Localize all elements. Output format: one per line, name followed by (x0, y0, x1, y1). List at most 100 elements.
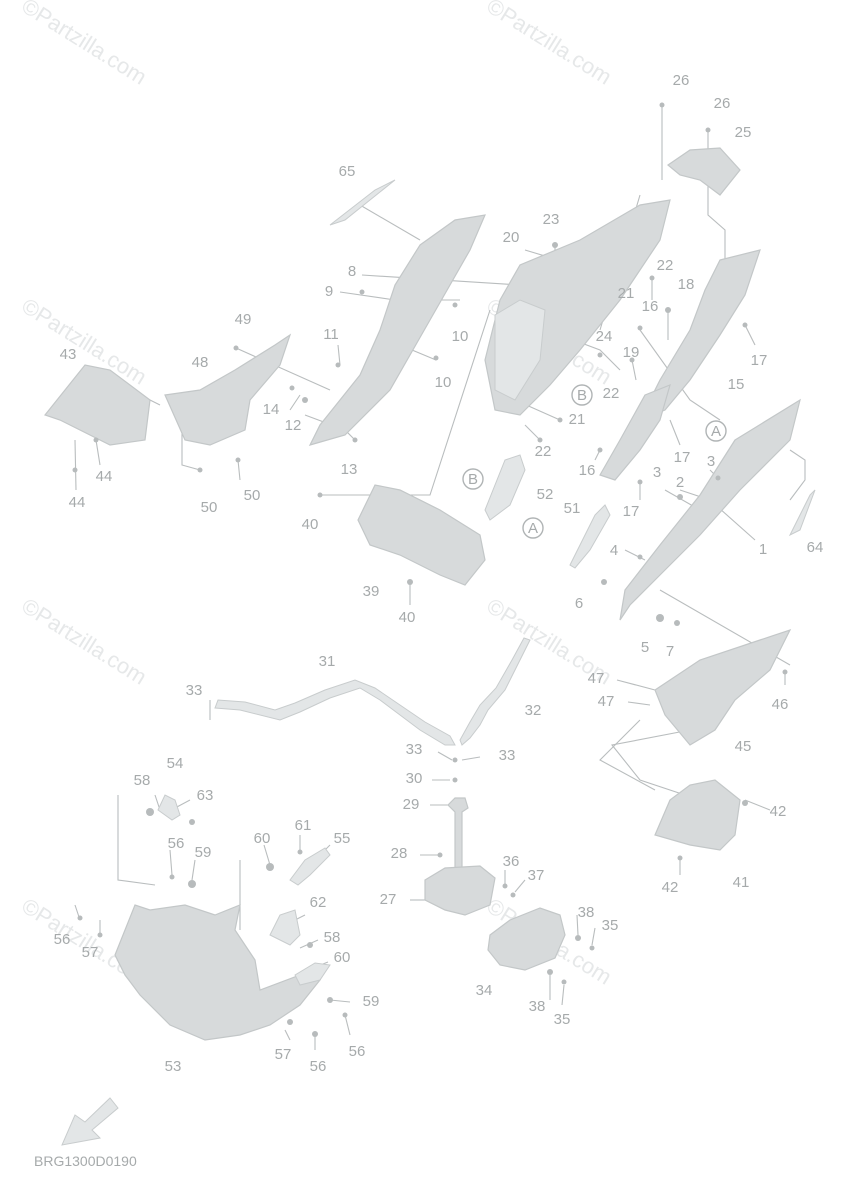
fastener (97, 932, 103, 938)
callout-33: 33 (186, 682, 203, 699)
fastener (677, 855, 683, 861)
fastener (93, 437, 99, 443)
watermark: ©Partzilla.com (482, 0, 616, 90)
callout-16: 16 (642, 298, 659, 315)
callout-14: 14 (263, 401, 280, 418)
callout-35: 35 (602, 917, 619, 934)
fastener (307, 942, 313, 948)
ref-marker-A: A (528, 520, 538, 537)
ref-marker-B-ring (462, 468, 484, 490)
part-39-cover (357, 484, 486, 586)
part-52 (484, 454, 526, 521)
callout-8: 8 (348, 263, 356, 280)
fastener (359, 289, 365, 295)
callout-56: 56 (54, 931, 71, 948)
callout-64: 64 (807, 539, 824, 556)
callout-32: 32 (525, 702, 542, 719)
ref-marker-A: A (711, 423, 721, 440)
callout-17: 17 (623, 503, 640, 520)
fastener (674, 620, 680, 626)
callout-45: 45 (735, 738, 752, 755)
callout-3: 3 (707, 453, 715, 470)
fastener (659, 102, 665, 108)
fastener (233, 345, 239, 351)
callout-13: 13 (341, 461, 358, 478)
callout-17: 17 (751, 352, 768, 369)
callout-48: 48 (192, 354, 209, 371)
callout-2: 2 (676, 474, 684, 491)
fastener (742, 800, 748, 806)
callout-19: 19 (623, 344, 640, 361)
part-54-bracket (157, 794, 181, 821)
callout-34: 34 (476, 982, 493, 999)
part-25-tail-cover (667, 147, 741, 196)
fastener (742, 322, 748, 328)
callout-6: 6 (575, 595, 583, 612)
callout-38: 38 (578, 904, 595, 921)
callout-23: 23 (543, 211, 560, 228)
part-62-bracket (269, 909, 301, 946)
callout-53: 53 (165, 1058, 182, 1075)
callout-21: 21 (618, 285, 635, 302)
fastener (557, 417, 563, 423)
part-51 (569, 504, 611, 569)
callout-18: 18 (678, 276, 695, 293)
fastener (312, 1031, 318, 1037)
callout-51: 51 (564, 500, 581, 517)
callout-3: 3 (653, 464, 661, 481)
fastener (433, 355, 439, 361)
fastener (169, 874, 175, 880)
callout-56: 56 (310, 1058, 327, 1075)
fastener (637, 554, 643, 560)
callout-22: 22 (603, 385, 620, 402)
callout-24: 24 (596, 328, 613, 345)
fastener (637, 479, 643, 485)
part-55-bracket (289, 847, 331, 886)
part-32-hose (459, 637, 531, 746)
callout-41: 41 (733, 874, 750, 891)
fastener (342, 1012, 348, 1018)
ref-marker-A-ring (522, 517, 544, 539)
callout-59: 59 (363, 993, 380, 1010)
callout-40: 40 (399, 609, 416, 626)
callout-47: 47 (598, 693, 615, 710)
fastener (601, 579, 607, 585)
fastener (597, 352, 603, 358)
fastener (537, 437, 543, 443)
fastener (782, 669, 788, 675)
callout-42: 42 (662, 879, 679, 896)
callout-22: 22 (535, 443, 552, 460)
fastener (189, 819, 195, 825)
fastener (235, 457, 241, 463)
callout-25: 25 (735, 124, 752, 141)
callout-labels: 1233456789101011121314151616171717181920… (54, 72, 824, 1075)
fastener (302, 397, 308, 403)
fastener (287, 1019, 293, 1025)
callout-26: 26 (673, 72, 690, 89)
callout-15: 15 (728, 376, 745, 393)
part-60-bracket (294, 962, 331, 986)
callout-30: 30 (406, 770, 423, 787)
direction-arrow-icon (61, 1097, 119, 1146)
fastener (656, 614, 664, 622)
fastener (665, 307, 671, 313)
watermark: ©Partzilla.com (17, 593, 151, 690)
fastener (188, 880, 196, 888)
fastener (289, 385, 295, 391)
part-48-panel (164, 333, 292, 446)
part-8-side-panel (308, 214, 486, 446)
callout-43: 43 (60, 346, 77, 363)
callout-56: 56 (168, 835, 185, 852)
fastener (502, 883, 508, 889)
part-27-reservoir (424, 865, 496, 916)
part-15-side-cover (638, 249, 761, 422)
fastener (72, 467, 78, 473)
callout-11: 11 (323, 326, 339, 343)
callout-38: 38 (529, 998, 546, 1015)
watermark: ©Partzilla.com (17, 0, 151, 90)
part-64 (788, 489, 816, 537)
fastener (317, 492, 323, 498)
part-29-valve (447, 797, 469, 873)
